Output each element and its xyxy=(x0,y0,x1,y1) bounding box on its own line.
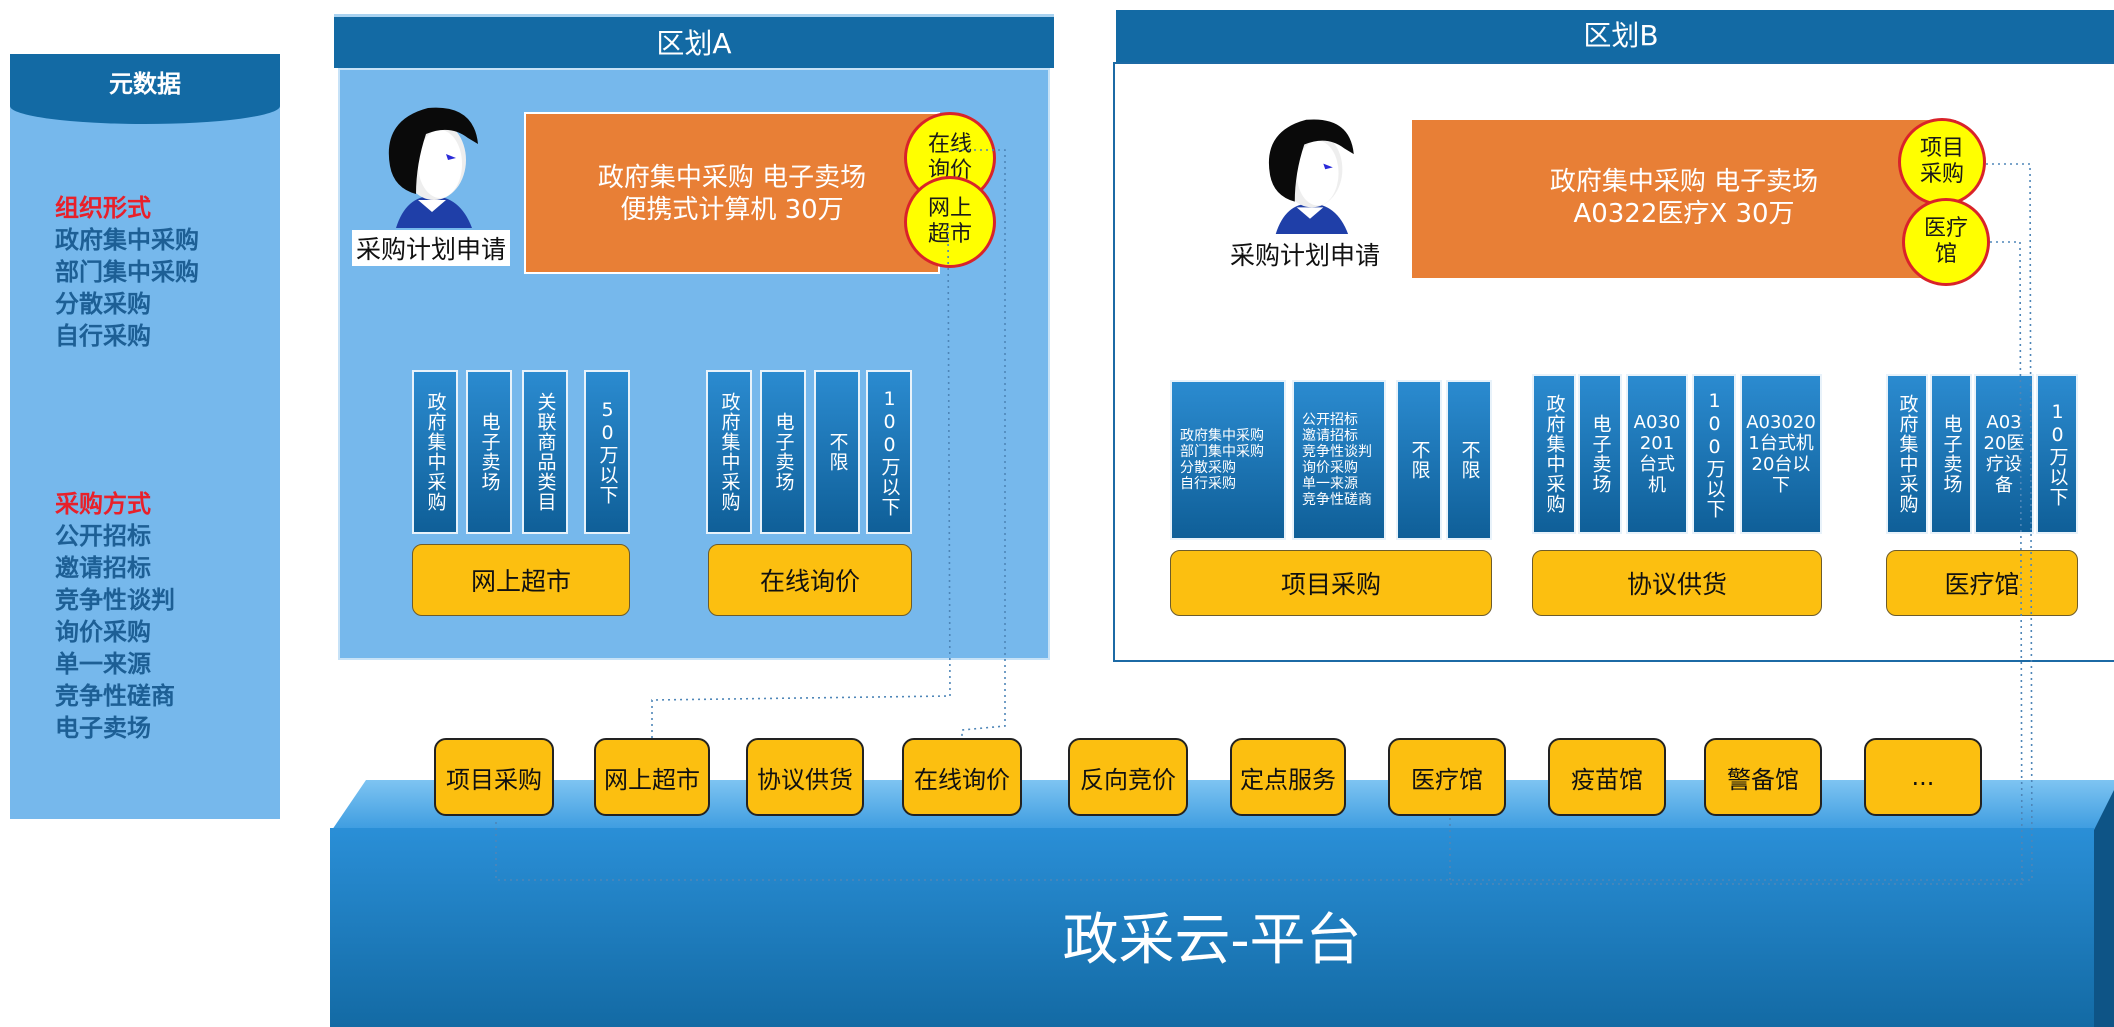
method-item: 询价采购 xyxy=(55,618,151,646)
platform-tab-agreement-supply[interactable]: 协议供货 xyxy=(746,738,864,816)
zone-a-group2-col: 不限 xyxy=(814,370,860,534)
org-form-item: 分散采购 xyxy=(55,290,151,318)
zone-b-group2-col: A030 201 台式 机 xyxy=(1626,374,1688,534)
platform-tab-online-inquiry[interactable]: 在线询价 xyxy=(902,738,1022,816)
zone-a-title: 区划A xyxy=(334,14,1054,68)
zone-b-person-label: 采购计划申请 xyxy=(1230,241,1381,270)
zone-a-circle-online-mall[interactable]: 网上 超市 xyxy=(904,176,996,268)
platform-tab-project-procurement[interactable]: 项目采购 xyxy=(434,738,554,816)
platform-tab-police-hall[interactable]: 警备馆 xyxy=(1704,738,1822,816)
zone-a-group1-col: 政府集中采购 xyxy=(412,370,458,534)
method-item: 单一来源 xyxy=(55,650,151,678)
zone-a-group2-col: 电子卖场 xyxy=(760,370,806,534)
zone-b-group3-col: 政府集中采购 xyxy=(1886,374,1928,534)
platform-tab-online-mall[interactable]: 网上超市 xyxy=(594,738,710,816)
zone-a-online-mall-pill[interactable]: 网上超市 xyxy=(412,544,630,616)
method-item: 电子卖场 xyxy=(55,714,151,742)
zone-b-group3-col: A03 20医 疗设 备 xyxy=(1974,374,2034,534)
zone-b-group3-col: 电子卖场 xyxy=(1930,374,1972,534)
zone-a-plan-line2: 便携式计算机 30万 xyxy=(620,195,844,225)
org-form-item: 自行采购 xyxy=(55,322,151,350)
org-form-item: 部门集中采购 xyxy=(55,258,199,286)
zone-a-person-label: 采购计划申请 xyxy=(352,230,511,266)
zone-a-group1-col: 50万以下 xyxy=(584,370,630,534)
zone-a-group2-col: 100万以下 xyxy=(866,370,912,534)
zone-b-group2-col: 100万以下 xyxy=(1692,374,1736,534)
zone-b-plan-line2: A0322医疗X 30万 xyxy=(1573,199,1795,229)
zone-a-group2-col: 政府集中采购 xyxy=(706,370,752,534)
method-item: 竞争性磋商 xyxy=(55,682,175,710)
platform-tab-more[interactable]: ... xyxy=(1864,738,1982,816)
zone-b-circle-medical-hall[interactable]: 医疗 馆 xyxy=(1902,198,1990,286)
platform-tab-reverse-auction[interactable]: 反向竞价 xyxy=(1068,738,1188,816)
zone-a-online-inquiry-pill[interactable]: 在线询价 xyxy=(708,544,912,616)
zone-a-plan-line1: 政府集中采购 电子卖场 xyxy=(597,163,867,193)
zone-b-group1-col: 公开招标 邀请招标 竞争性谈判 询价采购 单一来源 竞争性磋商 xyxy=(1292,380,1386,540)
method-item: 公开招标 xyxy=(55,522,151,550)
zone-a-plan-box: 政府集中采购 电子卖场 便携式计算机 30万 xyxy=(524,112,940,274)
platform-tab-medical-hall[interactable]: 医疗馆 xyxy=(1388,738,1506,816)
metadata-panel xyxy=(10,54,280,819)
metadata-title: 元数据 xyxy=(10,54,280,124)
platform-side-face xyxy=(2094,790,2114,1027)
method-item: 邀请招标 xyxy=(55,554,151,582)
zone-a-group1-col: 关联商品类目 xyxy=(522,370,568,534)
zone-b-title: 区划B xyxy=(1116,10,2114,62)
method-heading: 采购方式 xyxy=(55,490,151,518)
zone-b-group2-col: 电子卖场 xyxy=(1578,374,1622,534)
platform-base xyxy=(330,828,2094,1027)
zone-b-group3-col: 10万以下 xyxy=(2036,374,2078,534)
zone-b-medical-hall-pill[interactable]: 医疗馆 xyxy=(1886,550,2078,616)
platform-title: 政采云-平台 xyxy=(1062,908,1362,973)
zone-b-group2-col: A03020 1台式机 20台以 下 xyxy=(1740,374,1822,534)
platform-tab-designated-service[interactable]: 定点服务 xyxy=(1230,738,1346,816)
zone-b-project-procurement-pill[interactable]: 项目采购 xyxy=(1170,550,1492,616)
zone-b-plan-box: 政府集中采购 电子卖场 A0322医疗X 30万 xyxy=(1412,120,1956,278)
method-item: 竞争性谈判 xyxy=(55,586,175,614)
method-list: 采购方式 公开招标 邀请招标 竞争性谈判 询价采购 单一来源 竞争性磋商 电子卖… xyxy=(55,488,275,744)
zone-b-group1-col: 政府集中采购 部门集中采购 分散采购 自行采购 xyxy=(1170,380,1286,540)
person-avatar-icon xyxy=(1268,119,1354,234)
zone-b-group1-col: 不限 xyxy=(1396,380,1442,540)
zone-b-circle-project-procurement[interactable]: 项目 采购 xyxy=(1898,118,1986,206)
zone-b-group2-col: 政府集中采购 xyxy=(1532,374,1576,534)
zone-b-plan-line1: 政府集中采购 电子卖场 xyxy=(1549,167,1819,197)
platform-tab-vaccine-hall[interactable]: 疫苗馆 xyxy=(1548,738,1666,816)
org-form-list: 组织形式 政府集中采购 部门集中采购 分散采购 自行采购 xyxy=(55,192,275,352)
org-form-item: 政府集中采购 xyxy=(55,226,199,254)
org-form-heading: 组织形式 xyxy=(55,194,151,222)
zone-b-group1-col: 不限 xyxy=(1446,380,1492,540)
zone-a-group1-col: 电子卖场 xyxy=(466,370,512,534)
person-avatar-icon xyxy=(388,107,478,228)
zone-b-agreement-supply-pill[interactable]: 协议供货 xyxy=(1532,550,1822,616)
